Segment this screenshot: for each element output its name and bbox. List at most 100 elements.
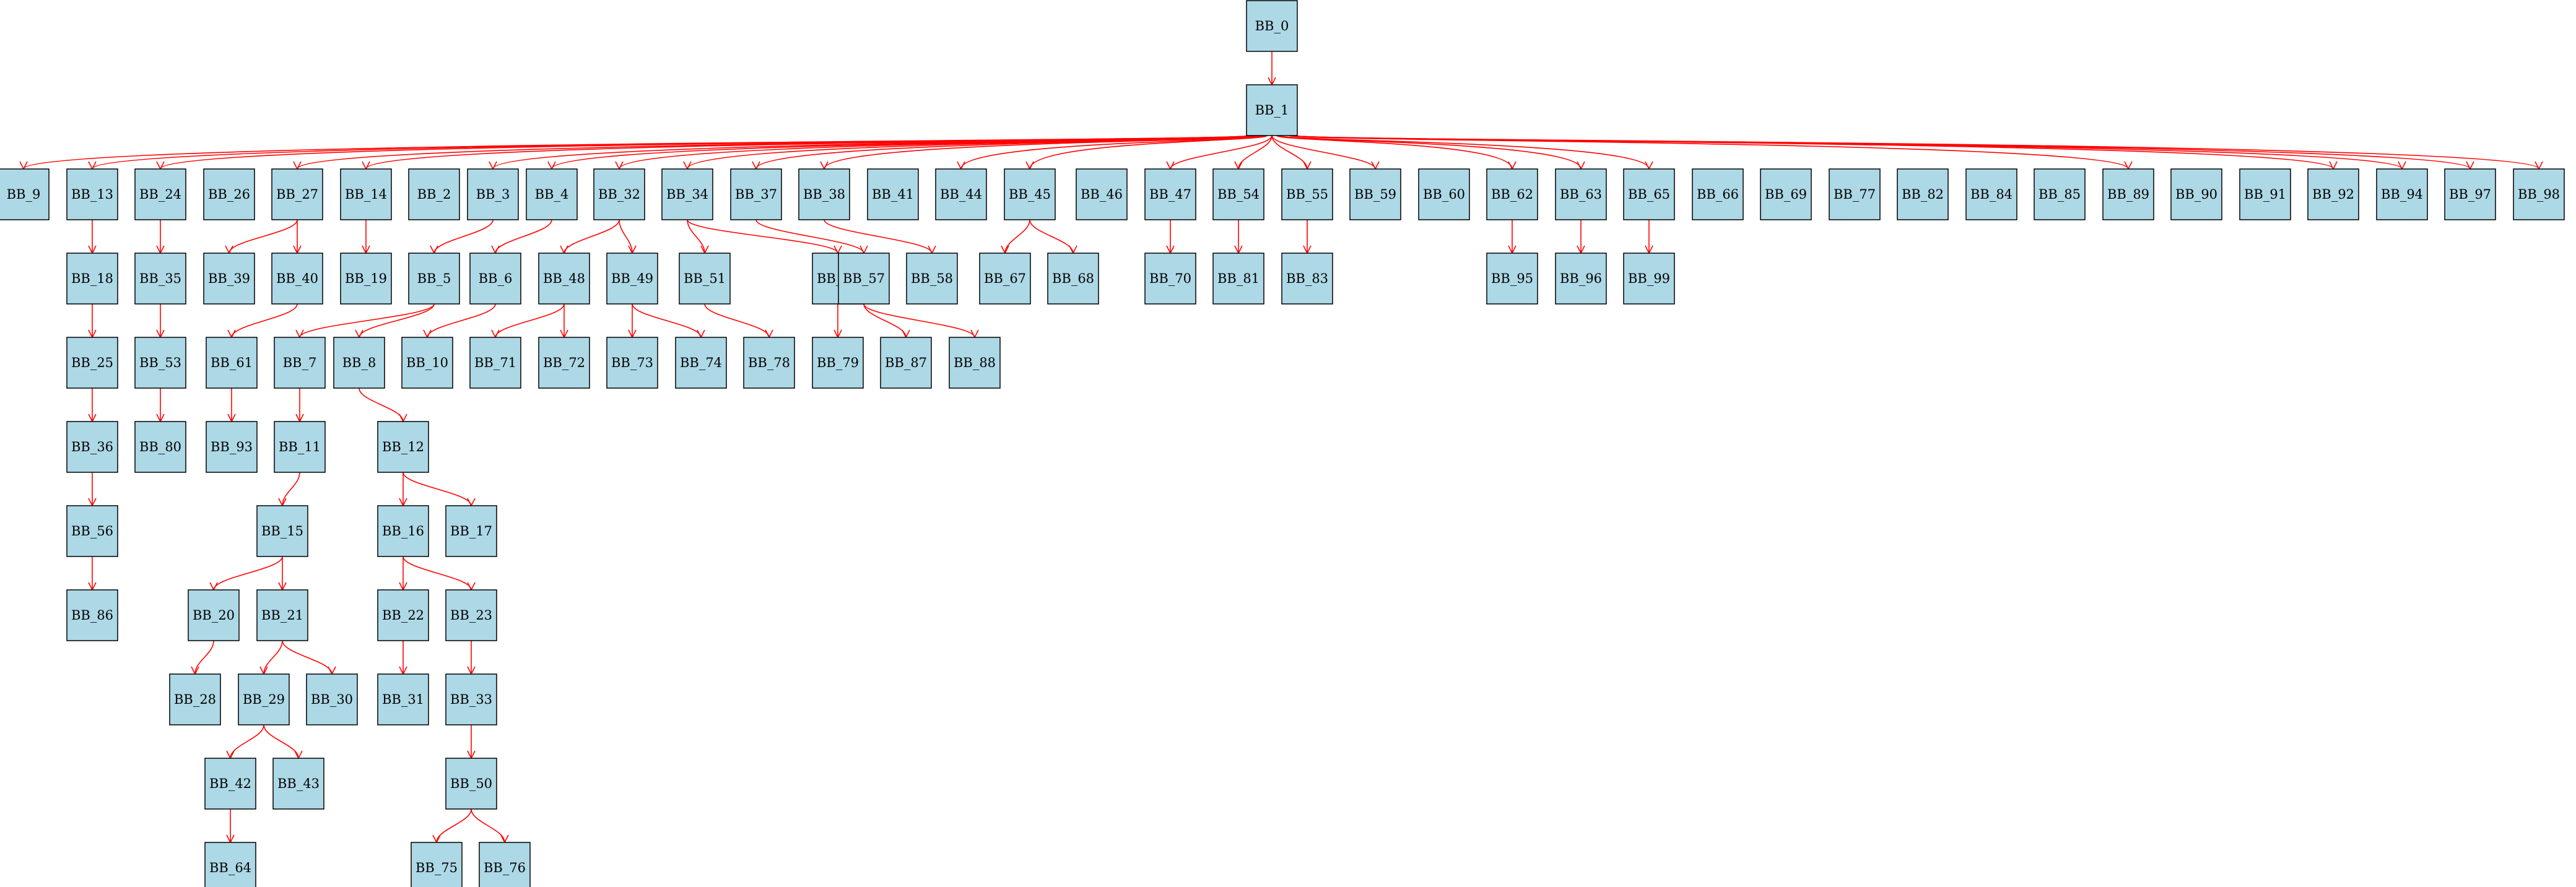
node-bb-50[interactable]: BB_50 <box>445 758 497 810</box>
node-bb-35[interactable]: BB_35 <box>134 253 186 305</box>
node-bb-56[interactable]: BB_56 <box>66 505 118 557</box>
node-bb-28[interactable]: BB_28 <box>169 673 221 725</box>
node-bb-1[interactable]: BB_1 <box>1246 84 1298 136</box>
node-bb-61[interactable]: BB_61 <box>206 337 258 389</box>
node-bb-36[interactable]: BB_36 <box>66 421 118 473</box>
node-bb-90[interactable]: BB_90 <box>2170 168 2222 220</box>
node-bb-0[interactable]: BB_0 <box>1246 0 1298 52</box>
node-bb-73[interactable]: BB_73 <box>606 337 658 389</box>
node-bb-84[interactable]: BB_84 <box>1965 168 2017 220</box>
node-bb-15[interactable]: BB_15 <box>256 505 308 557</box>
node-bb-65[interactable]: BB_65 <box>1623 168 1675 220</box>
node-bb-77[interactable]: BB_77 <box>1829 168 1881 220</box>
node-label: BB_97 <box>2449 187 2491 202</box>
node-bb-19[interactable]: BB_19 <box>340 253 392 305</box>
node-bb-24[interactable]: BB_24 <box>134 168 186 220</box>
node-bb-17[interactable]: BB_17 <box>445 505 497 557</box>
node-bb-62[interactable]: BB_62 <box>1486 168 1538 220</box>
node-bb-88[interactable]: BB_88 <box>949 337 1001 389</box>
node-bb-2[interactable]: BB_2 <box>408 168 460 220</box>
node-bb-59[interactable]: BB_59 <box>1349 168 1401 220</box>
node-bb-27[interactable]: BB_27 <box>271 168 323 220</box>
node-bb-83[interactable]: BB_83 <box>1281 253 1333 305</box>
node-bb-22[interactable]: BB_22 <box>377 589 429 641</box>
node-bb-98[interactable]: BB_98 <box>2513 168 2565 220</box>
node-bb-97[interactable]: BB_97 <box>2444 168 2496 220</box>
node-bb-29[interactable]: BB_29 <box>238 673 290 725</box>
node-bb-75[interactable]: BB_75 <box>411 842 463 887</box>
node-bb-69[interactable]: BB_69 <box>1760 168 1812 220</box>
node-bb-87[interactable]: BB_87 <box>880 337 932 389</box>
node-bb-43[interactable]: BB_43 <box>272 758 324 810</box>
node-bb-21[interactable]: BB_21 <box>256 589 308 641</box>
node-bb-5[interactable]: BB_5 <box>408 253 460 305</box>
node-bb-68[interactable]: BB_68 <box>1047 253 1099 305</box>
node-bb-94[interactable]: BB_94 <box>2376 168 2428 220</box>
node-bb-33[interactable]: BB_33 <box>445 673 497 725</box>
node-bb-76[interactable]: BB_76 <box>479 842 531 887</box>
node-bb-91[interactable]: BB_91 <box>2239 168 2291 220</box>
node-bb-3[interactable]: BB_3 <box>467 168 519 220</box>
node-bb-13[interactable]: BB_13 <box>66 168 118 220</box>
node-bb-78[interactable]: BB_78 <box>743 337 795 389</box>
node-bb-12[interactable]: BB_12 <box>377 421 429 473</box>
node-bb-8[interactable]: BB_8 <box>333 337 385 389</box>
node-bb-45[interactable]: BB_45 <box>1004 168 1056 220</box>
node-bb-44[interactable]: BB_44 <box>935 168 987 220</box>
node-bb-67[interactable]: BB_67 <box>979 253 1031 305</box>
node-bb-63[interactable]: BB_63 <box>1555 168 1607 220</box>
node-bb-58[interactable]: BB_58 <box>906 253 958 305</box>
node-bb-82[interactable]: BB_82 <box>1897 168 1949 220</box>
node-bb-20[interactable]: BB_20 <box>188 589 240 641</box>
node-bb-39[interactable]: BB_39 <box>203 253 255 305</box>
node-bb-37[interactable]: BB_37 <box>730 168 782 220</box>
node-bb-32[interactable]: BB_32 <box>593 168 645 220</box>
node-bb-11[interactable]: BB_11 <box>274 421 326 473</box>
node-bb-53[interactable]: BB_53 <box>134 337 186 389</box>
node-bb-48[interactable]: BB_48 <box>538 253 590 305</box>
node-bb-18[interactable]: BB_18 <box>66 253 118 305</box>
node-bb-55[interactable]: BB_55 <box>1281 168 1333 220</box>
node-bb-99[interactable]: BB_99 <box>1623 253 1675 305</box>
node-bb-74[interactable]: BB_74 <box>675 337 727 389</box>
node-bb-23[interactable]: BB_23 <box>445 589 497 641</box>
node-bb-80[interactable]: BB_80 <box>134 421 186 473</box>
node-bb-71[interactable]: BB_71 <box>469 337 521 389</box>
node-bb-64[interactable]: BB_64 <box>204 842 256 887</box>
node-bb-34[interactable]: BB_34 <box>661 168 713 220</box>
node-bb-49[interactable]: BB_49 <box>606 253 658 305</box>
node-bb-66[interactable]: BB_66 <box>1692 168 1744 220</box>
node-bb-26[interactable]: BB_26 <box>203 168 255 220</box>
node-bb-46[interactable]: BB_46 <box>1076 168 1128 220</box>
node-bb-86[interactable]: BB_86 <box>66 589 118 641</box>
node-bb-30[interactable]: BB_30 <box>306 673 358 725</box>
node-bb-81[interactable]: BB_81 <box>1212 253 1264 305</box>
node-bb-96[interactable]: BB_96 <box>1555 253 1607 305</box>
node-bb-57[interactable]: BB_57 <box>838 253 890 305</box>
node-bb-14[interactable]: BB_14 <box>340 168 392 220</box>
node-bb-31[interactable]: BB_31 <box>377 673 429 725</box>
node-bb-42[interactable]: BB_42 <box>204 758 256 810</box>
node-bb-92[interactable]: BB_92 <box>2307 168 2359 220</box>
node-bb-85[interactable]: BB_85 <box>2034 168 2086 220</box>
node-bb-93[interactable]: BB_93 <box>206 421 258 473</box>
node-bb-47[interactable]: BB_47 <box>1144 168 1196 220</box>
node-bb-51[interactable]: BB_51 <box>679 253 731 305</box>
node-bb-4[interactable]: BB_4 <box>526 168 578 220</box>
node-bb-6[interactable]: BB_6 <box>469 253 521 305</box>
node-bb-95[interactable]: BB_95 <box>1486 253 1538 305</box>
node-bb-70[interactable]: BB_70 <box>1144 253 1196 305</box>
node-bb-41[interactable]: BB_41 <box>867 168 919 220</box>
node-bb-72[interactable]: BB_72 <box>538 337 590 389</box>
node-bb-60[interactable]: BB_60 <box>1418 168 1470 220</box>
node-bb-54[interactable]: BB_54 <box>1212 168 1264 220</box>
node-bb-16[interactable]: BB_16 <box>377 505 429 557</box>
node-bb-40[interactable]: BB_40 <box>271 253 323 305</box>
node-bb-7[interactable]: BB_7 <box>274 337 326 389</box>
node-bb-38[interactable]: BB_38 <box>798 168 850 220</box>
node-bb-89[interactable]: BB_89 <box>2102 168 2154 220</box>
node-bb-10[interactable]: BB_10 <box>401 337 453 389</box>
node-bb-25[interactable]: BB_25 <box>66 337 118 389</box>
node-bb-79[interactable]: BB_79 <box>812 337 864 389</box>
node-bb-9[interactable]: BB_9 <box>0 168 50 220</box>
